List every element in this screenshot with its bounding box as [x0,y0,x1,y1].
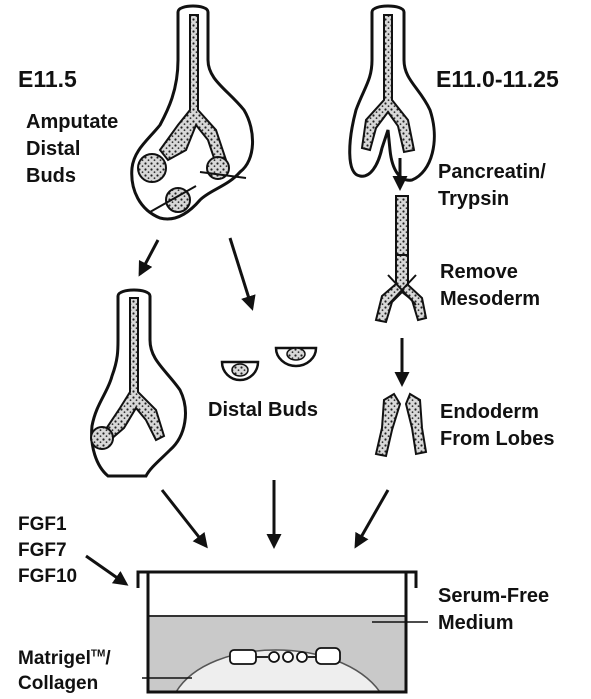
amputate-label-line3: Buds [26,164,76,188]
trademark-mark: TM [91,649,105,660]
endoderm-label-line2: From Lobes [440,427,554,451]
stage-label-e11-0: E11.0-11.25 [436,66,559,94]
lung-e11-5-whole [132,6,253,219]
arrow-right-to-dish [356,490,388,546]
medium-label-line2: Medium [438,611,514,635]
pancreatin-label-line1: Pancreatin/ [438,160,546,184]
distal-buds-label: Distal Buds [208,398,318,422]
endoderm-lobes [376,394,426,456]
matrix-label-line1: MatrigelTM/ [18,648,111,671]
distal-bud-right [276,348,316,366]
lung-e11-0-whole [350,6,435,180]
growth-factor-3: FGF10 [18,566,77,589]
medium-label-line1: Serum-Free [438,584,549,608]
arrow-to-amputated-lung [140,240,158,274]
matrix-name: Matrigel [18,648,91,669]
growth-factor-1: FGF1 [18,514,67,537]
pancreatin-label-line2: Trypsin [438,187,509,211]
amputate-label-line2: Distal [26,137,80,161]
culture-dish [138,572,428,692]
arrow-to-distal-buds [230,238,252,308]
matrix-label-line2: Collagen [18,673,98,696]
matrix-slash: / [105,648,110,669]
remove-mesoderm-line2: Mesoderm [440,287,540,311]
arrow-left-to-dish [162,490,206,546]
distal-bud-left [222,362,258,380]
endoderm-y-shape [376,255,426,322]
growth-factor-2: FGF7 [18,540,67,563]
arrow-growth-factors [86,556,126,584]
endoderm-label-line1: Endoderm [440,400,539,424]
remove-mesoderm-line1: Remove [440,260,518,284]
lung-amputated [91,290,185,476]
amputate-label-line1: Amputate [26,110,118,134]
stage-label-e11-5: E11.5 [18,66,77,94]
